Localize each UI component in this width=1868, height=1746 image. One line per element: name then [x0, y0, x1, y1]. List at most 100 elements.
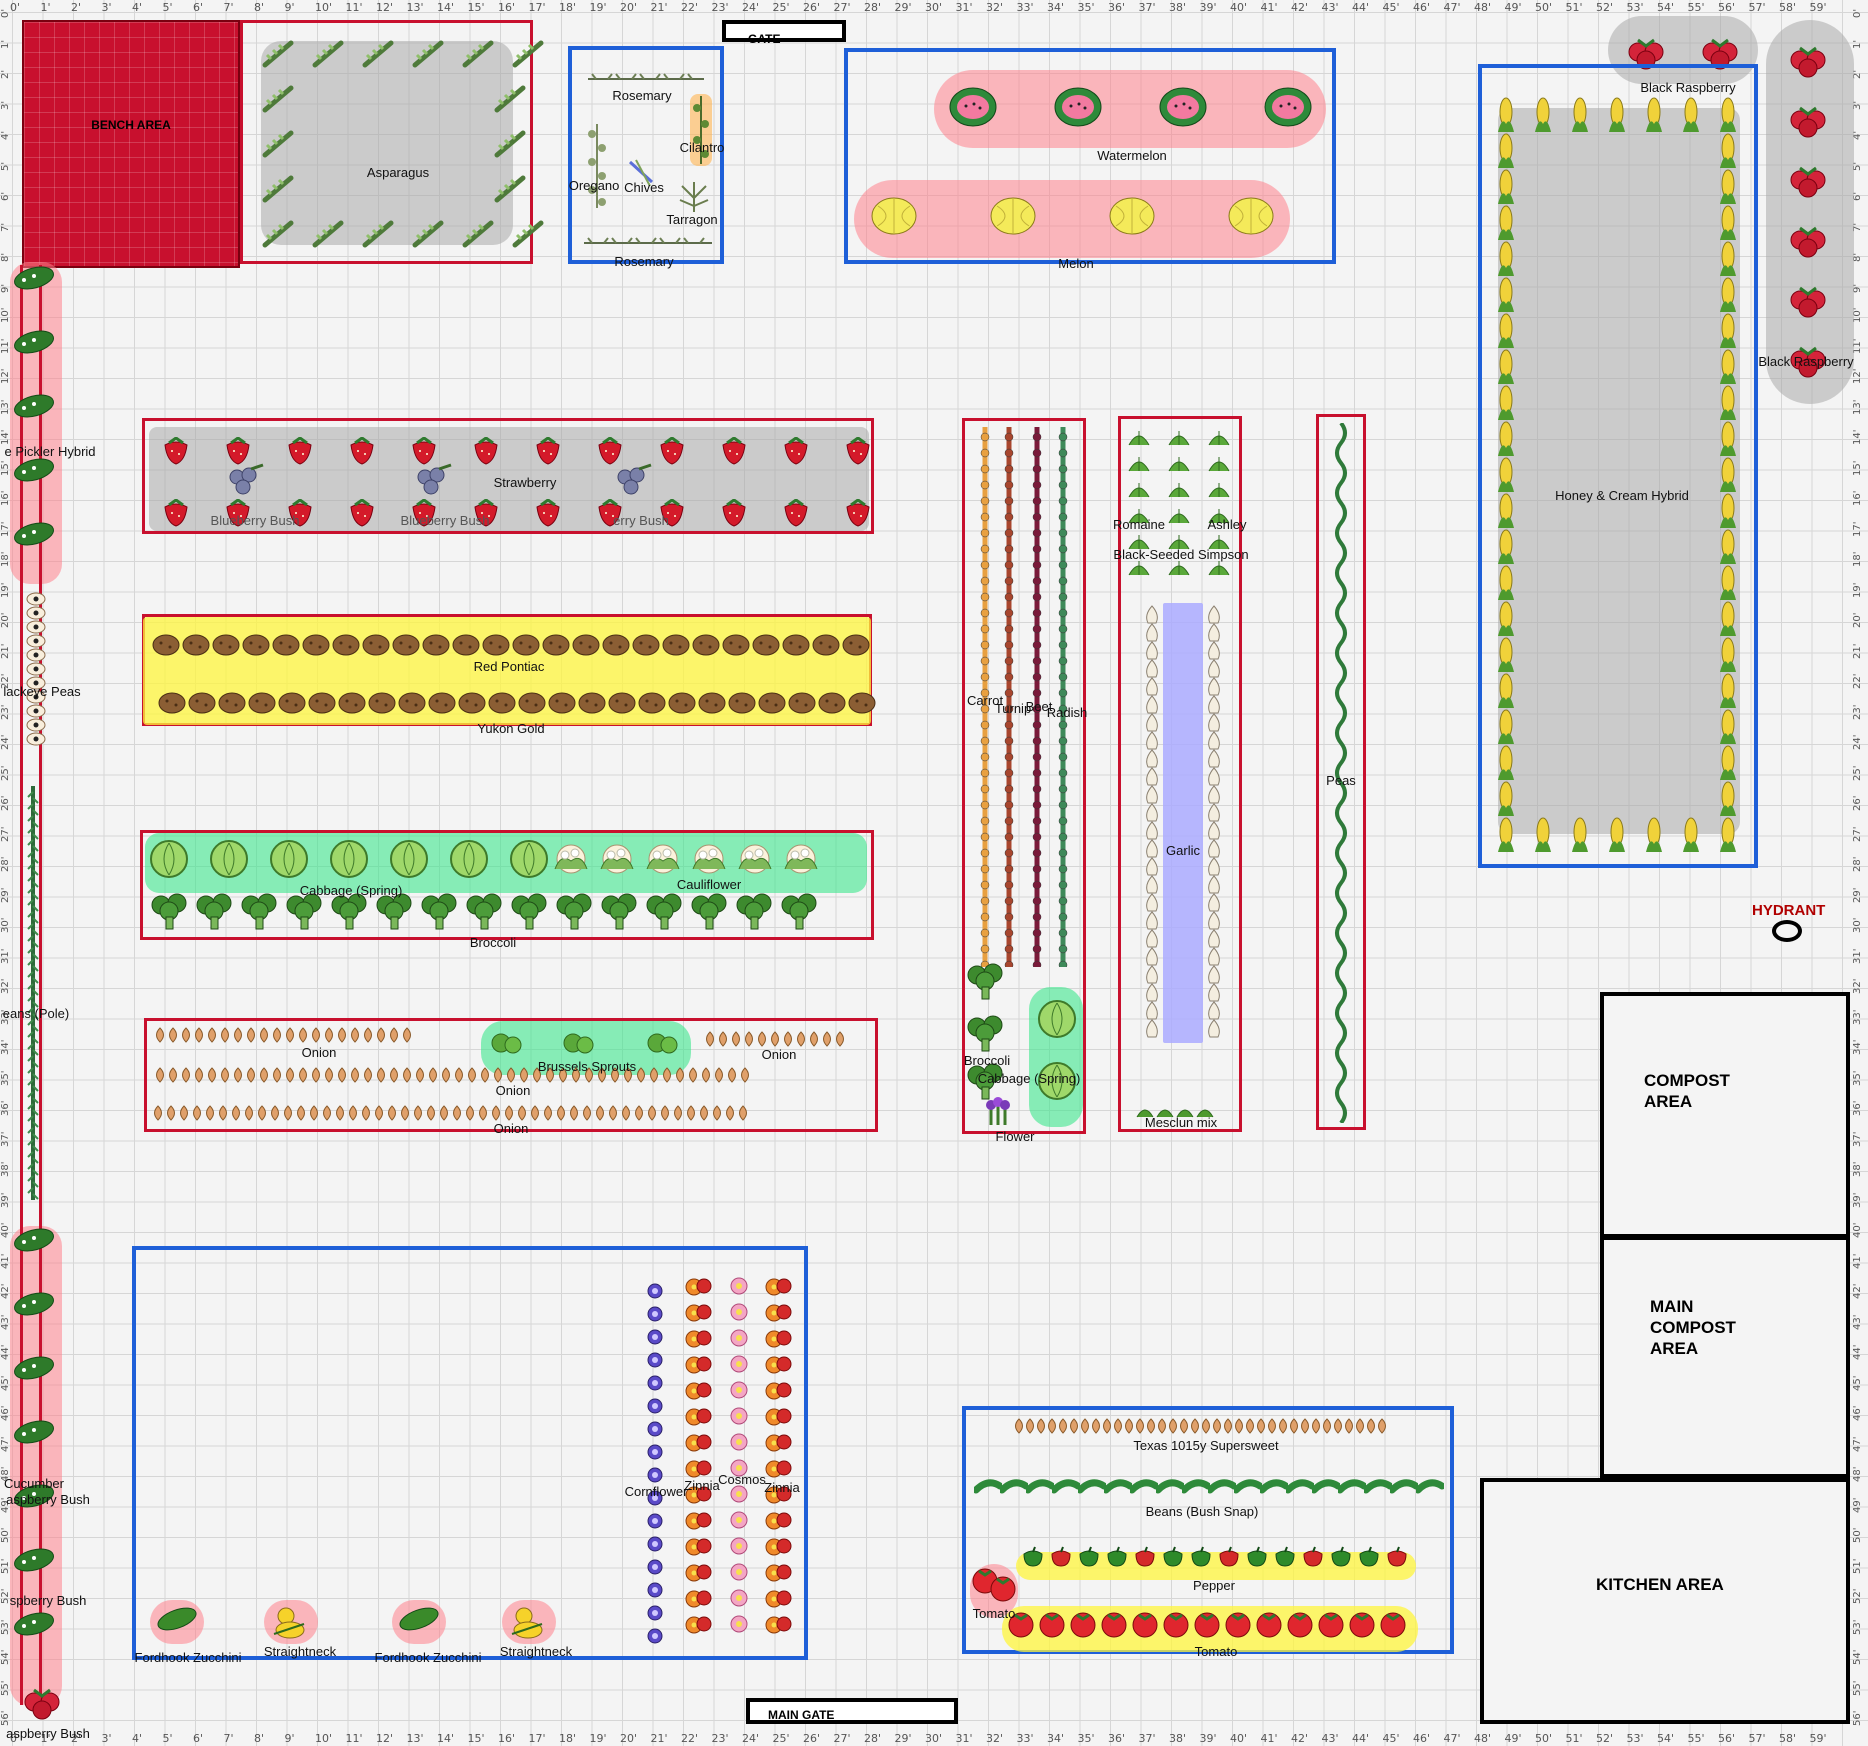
- onion-plant: [192, 1027, 206, 1048]
- ruler-tick: 20': [1852, 612, 1863, 628]
- blueberry-bush-plant: [413, 463, 453, 502]
- radish-plant: [1055, 427, 1071, 972]
- compost-area[interactable]: COMPOST AREA: [1600, 992, 1850, 1238]
- onion-plant: [489, 1105, 503, 1126]
- onion-plant: [322, 1067, 336, 1088]
- ruler-tick: 56': [0, 1710, 11, 1726]
- pepper-plant: [1244, 1546, 1270, 1573]
- ruler-tick: 17': [528, 1732, 546, 1745]
- ruler-tick: 49': [1504, 1732, 1522, 1745]
- main-compost-area[interactable]: MAIN COMPOST AREA: [1600, 1236, 1850, 1478]
- onion-plant: [556, 1067, 570, 1088]
- potato-plant: [337, 691, 367, 720]
- ruler-tick: 51': [1852, 1558, 1863, 1574]
- pepper-plant: [1328, 1546, 1354, 1573]
- bed-asparagus[interactable]: Asparagus: [240, 20, 544, 264]
- cucumber-plant: [12, 1610, 56, 1643]
- melon-plant: [1227, 196, 1275, 241]
- onion-plant: [1034, 1418, 1048, 1439]
- onion-plant: [294, 1105, 308, 1126]
- ruler-tick: 26': [0, 795, 11, 811]
- ruler-tick: 53': [1626, 1732, 1644, 1745]
- ruler-tick: 18': [559, 1, 577, 14]
- ruler-tick: 21': [650, 1, 668, 14]
- onion-plant: [580, 1105, 594, 1126]
- onion-plant: [179, 1027, 193, 1048]
- ruler-tick: 54': [1657, 1, 1675, 14]
- corn-plant: [1496, 634, 1516, 681]
- onion-plant: [543, 1067, 557, 1088]
- ruler-tick: 6': [0, 191, 11, 201]
- zinnia-plant: [762, 1482, 794, 1513]
- corn-plant: [1718, 706, 1738, 753]
- kitchen-area[interactable]: KITCHEN AREA: [1480, 1478, 1850, 1724]
- potato-plant: [277, 691, 307, 720]
- asparagus-plant: [461, 219, 495, 254]
- compost-line-2: AREA: [1644, 1092, 1693, 1111]
- bush-bean-plant: [1388, 1476, 1420, 1501]
- zinnia-plant: [682, 1404, 714, 1435]
- strawberry-plant: [719, 436, 749, 470]
- bed-brassicas[interactable]: Cabbage (Spring) Cauliflower Broccoli: [140, 830, 874, 950]
- bed-peas[interactable]: Peas: [1316, 414, 1366, 1130]
- bed-strawberry[interactable]: Strawberry Blueberry Bush Blueberry Bush…: [142, 418, 874, 534]
- onion-plant: [242, 1105, 256, 1126]
- strawberry-zone: [149, 427, 869, 531]
- bed-melons[interactable]: Watermelon Melon: [844, 48, 1336, 271]
- bed-potatoes[interactable]: Red Pontiac Yukon Gold: [142, 614, 876, 736]
- bench-area[interactable]: BENCH AREA: [22, 20, 240, 268]
- corn-plant: [1681, 814, 1701, 861]
- rosemary-top-label: Rosemary: [612, 88, 672, 103]
- cornflower-plant: [646, 1443, 664, 1466]
- garlic-plant: [1143, 839, 1161, 864]
- peas-plant: [1335, 423, 1347, 1123]
- corn-plant: [1718, 274, 1738, 321]
- onion-plant: [712, 1067, 726, 1088]
- black-raspberry-right-zone: [1766, 20, 1854, 404]
- onion-plant: [270, 1067, 284, 1088]
- onion-plant: [465, 1067, 479, 1088]
- cauliflower-label: Cauliflower: [676, 877, 742, 892]
- ruler-tick: 29': [894, 1, 912, 14]
- ruler-tick: 22': [681, 1732, 699, 1745]
- bed-roots[interactable]: Carrot Turnip Beet Radish Broccoli Cabba…: [962, 418, 1087, 1144]
- hydrant-icon[interactable]: [1772, 920, 1802, 942]
- bush-bean-plant: [1414, 1476, 1446, 1501]
- zucchini-plant: [154, 1604, 200, 1639]
- ruler-tick: 33': [1852, 1009, 1863, 1025]
- main-gate[interactable]: MAIN GATE: [746, 1698, 958, 1724]
- onion-plant: [153, 1067, 167, 1088]
- bed-onions[interactable]: Onion Brussels Sprouts Onion Onion Onion: [144, 1018, 878, 1136]
- ruler-tick: 47': [1443, 1732, 1461, 1745]
- bed-herbs[interactable]: Rosemary Cilantro Oregano Chives Tarrago…: [568, 46, 724, 269]
- bed-greens-garlic[interactable]: Romaine Ashley Black-Seeded Simpson Garl…: [1113, 416, 1249, 1132]
- ruler-tick: 31': [955, 1, 973, 14]
- gate[interactable]: GATE: [722, 20, 846, 46]
- ruler-tick: 4': [132, 1, 143, 14]
- rosemary-bottom-plant: [584, 237, 712, 244]
- ruler-tick: 44': [1852, 1344, 1863, 1360]
- raspberry-bush-2-label: spberry Bush: [9, 1593, 87, 1608]
- onion-plant: [218, 1067, 232, 1088]
- garlic-plant: [1143, 875, 1161, 900]
- ruler-tick: 48': [1474, 1732, 1492, 1745]
- potato-plant: [487, 691, 517, 720]
- garlic-plant: [1143, 641, 1161, 666]
- ruler-tick: 4': [132, 1732, 143, 1745]
- bed-veggies-bottom[interactable]: Texas 1015y Supersweet Beans (Bush Snap)…: [962, 1406, 1454, 1659]
- garlic-plant: [1143, 893, 1161, 918]
- cucumber-plant: [12, 1546, 56, 1579]
- bed-flowers-squash[interactable]: Cornflower Zinnia Cosmos Zinnia Fordhook…: [132, 1246, 808, 1665]
- onion-plant: [335, 1067, 349, 1088]
- ruler-tick: 39': [1852, 1192, 1863, 1208]
- ruler-tick: 27': [833, 1732, 851, 1745]
- corn-plant: [1496, 382, 1516, 429]
- ruler-tick: 52': [1596, 1732, 1614, 1745]
- bed-corn[interactable]: Honey & Cream Hybrid: [1478, 64, 1758, 868]
- lettuce-plant: [1207, 505, 1231, 530]
- zinnia-plant: [762, 1508, 794, 1539]
- ruler-tick: 48': [1474, 1, 1492, 14]
- tomato-plant: [1006, 1610, 1036, 1643]
- tomato-plant: [1223, 1610, 1253, 1643]
- ruler-tick: 42': [1291, 1, 1309, 14]
